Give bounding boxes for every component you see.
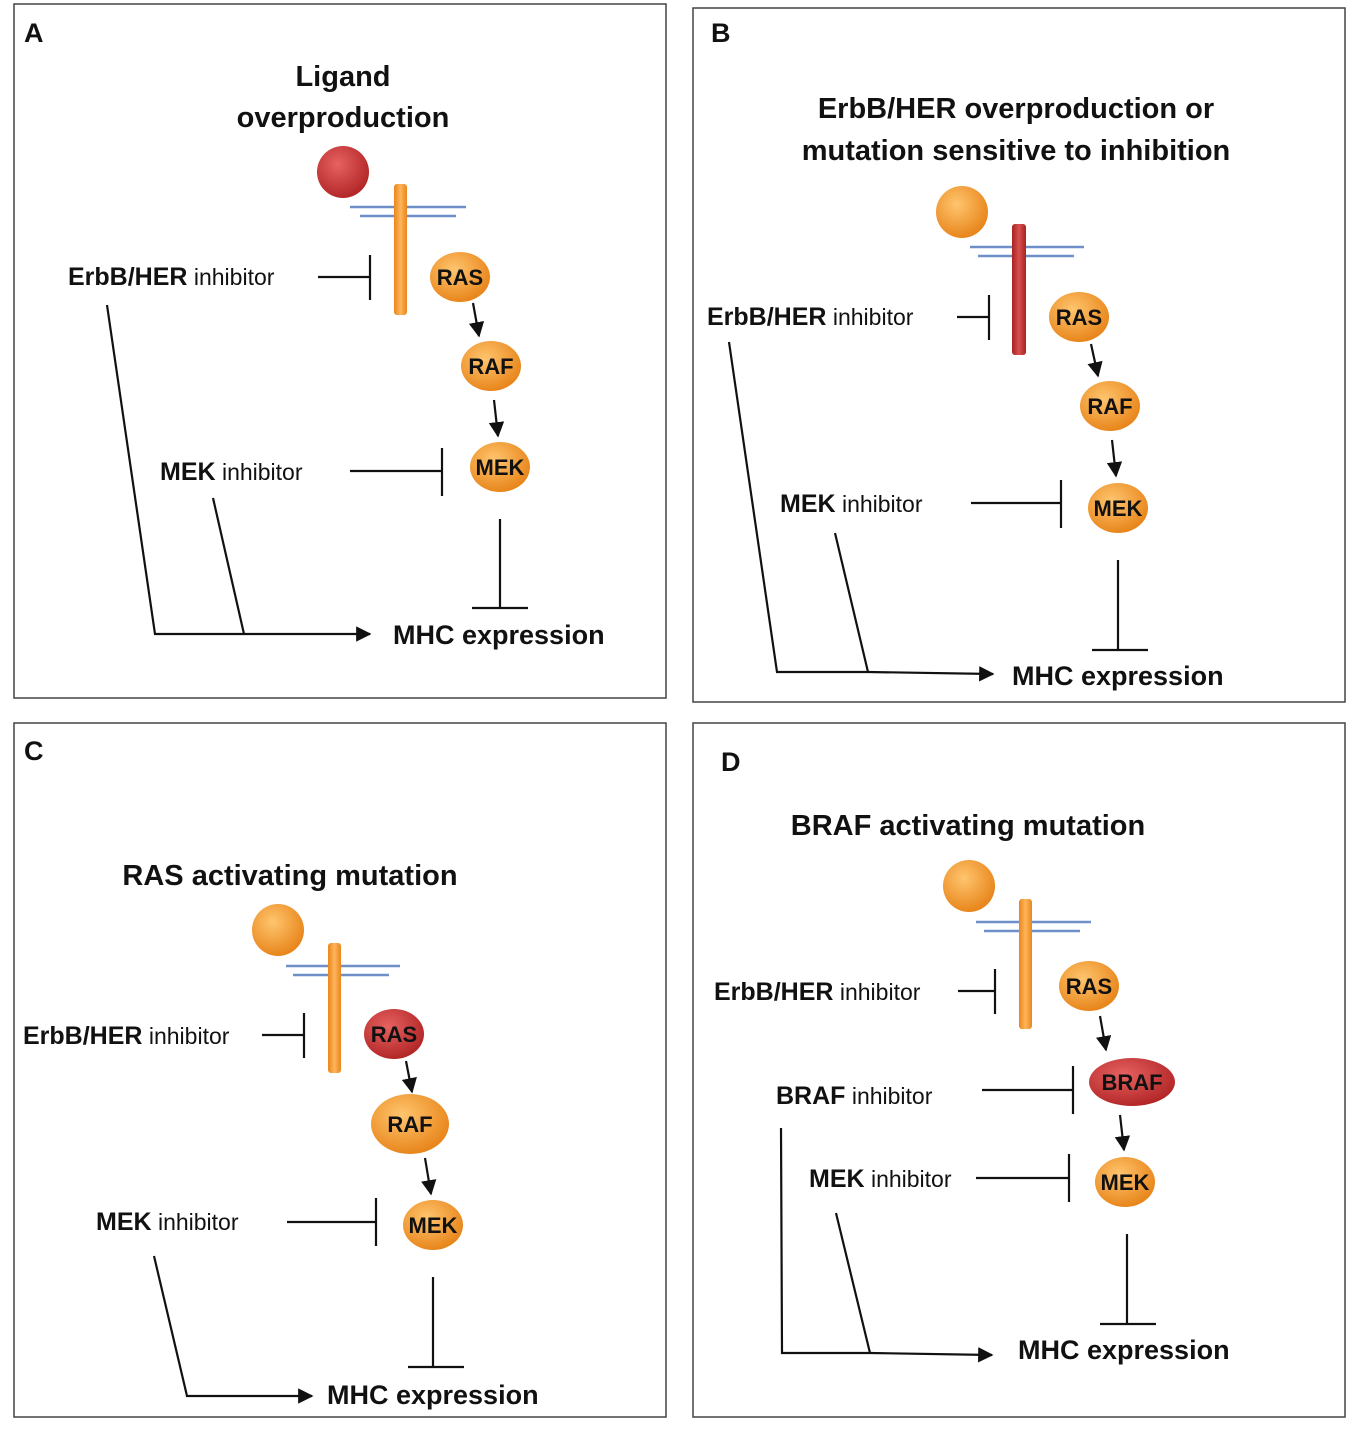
panel-c-node-mek-label: MEK	[409, 1213, 458, 1238]
panel-a-node-mek	[470, 442, 530, 492]
panel-b-mek-inhibitor-label: MEK inhibitor	[780, 490, 923, 518]
panel-a-mek-path-line	[211, 497, 246, 635]
panel-a-node-ras	[430, 252, 490, 302]
panel-c-ligand	[252, 904, 304, 956]
panel-b-title-line-2: mutation sensitive to inhibition	[802, 135, 1231, 167]
panel-b-mhc-expression: MHC expression	[1012, 661, 1224, 691]
panel-c-node-raf-label: RAF	[387, 1112, 432, 1137]
panel-c-mhc-expression: MHC expression	[327, 1380, 539, 1410]
panel-a-arrow-raf-mek	[488, 399, 505, 438]
panel-a-mhc-expression: MHC expression	[393, 620, 605, 650]
panel-d-arrow-ras-braf	[1096, 1015, 1112, 1052]
panel-d-arrow-braf-mek	[1114, 1114, 1131, 1152]
panel-d-erbb-inhibitor-label: ErbB/HER inhibitor	[714, 978, 921, 1006]
panel-b-letter: B	[711, 18, 731, 48]
panel-c-erbb-inhibitor-label: ErbB/HER inhibitor	[23, 1022, 230, 1050]
panel-b-node-mek-label: MEK	[1094, 496, 1143, 521]
panel-b-node-raf	[1080, 381, 1140, 431]
panel-a-erbb-inhibitor-label: ErbB/HER inhibitor	[68, 263, 275, 291]
panel-c-title-line-1: RAS activating mutation	[122, 860, 457, 892]
panel-d-node-mek	[1095, 1157, 1155, 1207]
panel-d-title-line-1: BRAF activating mutation	[791, 810, 1145, 842]
panel-d-braf-path-line	[779, 1127, 870, 1355]
panel-d-braf-inhibitor-label: BRAF inhibitor	[776, 1082, 933, 1110]
panel-a: A Ligand overproduction ErbB/HER inhibit…	[13, 3, 667, 699]
panel-c-letter: C	[24, 736, 44, 766]
panel-d-mek-path-line	[834, 1212, 872, 1354]
panel-d-node-ras-label: RAS	[1066, 974, 1112, 999]
panel-c-node-raf	[371, 1094, 449, 1154]
panel-d-node-ras	[1059, 961, 1119, 1011]
panel-c-node-ras	[364, 1009, 424, 1059]
panel-a-title-line-2: overproduction	[237, 102, 450, 134]
panel-d: D BRAF activating mutation ErbB/HER inhi…	[692, 722, 1346, 1418]
panel-c-node-mek	[403, 1200, 463, 1250]
panel-a-node-ras-label: RAS	[437, 265, 483, 290]
panel-b-erbb-inhibitor-label: ErbB/HER inhibitor	[707, 303, 914, 331]
panel-d-ligand	[943, 860, 995, 912]
panel-d-mhc-arrow	[869, 1347, 994, 1363]
panel-d-node-braf	[1089, 1058, 1175, 1106]
panel-a-node-mek-label: MEK	[476, 455, 525, 480]
panel-a-node-raf-label: RAF	[468, 354, 513, 379]
panel-b-node-raf-label: RAF	[1087, 394, 1132, 419]
panel-d-receptor	[1019, 899, 1032, 1029]
panel-b-ligand	[936, 186, 988, 238]
panel-a-arrow-ras-raf	[468, 302, 485, 338]
panel-c-node-ras-label: RAS	[371, 1022, 417, 1047]
panel-a-receptor	[394, 184, 407, 315]
panel-b-node-mek	[1088, 483, 1148, 533]
panel-b-frame	[692, 7, 1346, 703]
panel-b-title-line-1: ErbB/HER overproduction or	[818, 93, 1214, 125]
panel-a-frame	[13, 3, 667, 699]
panel-c-mek-inhibitor-label: MEK inhibitor	[96, 1208, 239, 1236]
panel-a-ligand	[317, 146, 369, 198]
panel-d-frame	[692, 722, 1346, 1418]
panel-c-arrow-ras-raf	[401, 1060, 417, 1094]
panel-b-mhc-arrow	[867, 666, 995, 682]
panel-b-arrow-ras-raf	[1087, 343, 1103, 378]
panel-a-node-raf	[461, 341, 521, 391]
panel-a-letter: A	[24, 18, 44, 48]
panel-c-mek-path-line	[152, 1255, 314, 1404]
panel-b-arrow-raf-mek	[1106, 439, 1123, 478]
panel-b-mek-path-line	[833, 532, 870, 673]
panel-c-receptor	[328, 943, 341, 1073]
panel-b-receptor	[1012, 224, 1026, 355]
panel-d-letter: D	[721, 747, 741, 777]
panel-b: B ErbB/HER overproduction or mutation se…	[692, 7, 1346, 703]
panel-a-erbb-path-line	[105, 304, 244, 636]
panel-c-frame	[13, 722, 667, 1418]
panel-d-mek-inhibitor-label: MEK inhibitor	[809, 1165, 952, 1193]
panel-a-mek-inhibitor-label: MEK inhibitor	[160, 458, 303, 486]
panel-b-erbb-path-line	[727, 341, 868, 674]
panel-b-node-ras	[1049, 292, 1109, 342]
panel-c-arrow-raf-mek	[421, 1157, 437, 1196]
panel-d-mhc-expression: MHC expression	[1018, 1335, 1230, 1365]
panel-b-node-ras-label: RAS	[1056, 305, 1102, 330]
panel-c: C RAS activating mutation ErbB/HER inhib…	[13, 722, 667, 1418]
panel-a-title-line-1: Ligand	[295, 61, 390, 93]
panel-d-node-braf-label: BRAF	[1101, 1070, 1162, 1095]
panel-d-node-mek-label: MEK	[1101, 1170, 1150, 1195]
